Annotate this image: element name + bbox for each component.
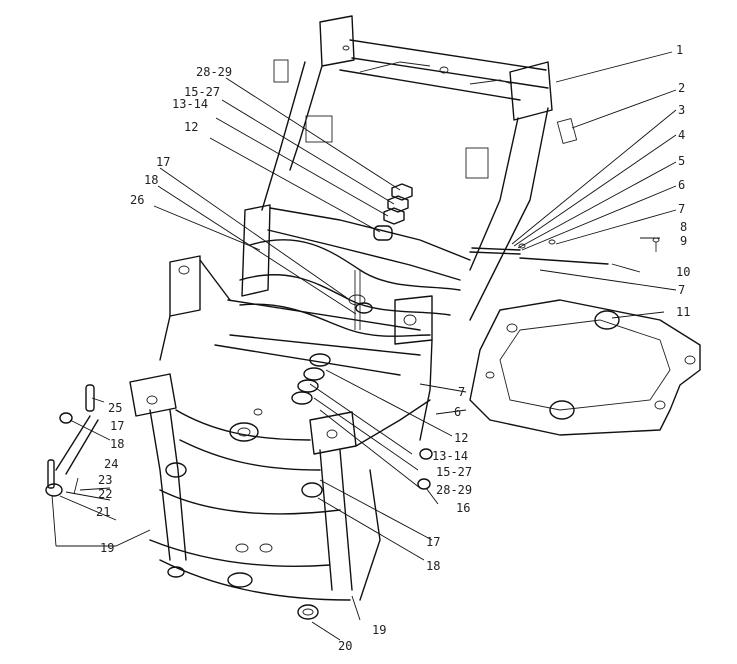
small-hardware [469, 237, 660, 265]
callout-12: 12 [184, 120, 198, 134]
callout-13-14-b: 13-14 [432, 449, 468, 463]
callout-17-c: 17 [426, 535, 440, 549]
leader-lines [51, 51, 677, 641]
bushing-stack-upper [373, 183, 413, 241]
callout-23: 23 [98, 473, 112, 487]
callout-18-c: 18 [426, 559, 440, 573]
callout-15-27-b: 15-27 [436, 465, 472, 479]
callout-24: 24 [104, 457, 118, 471]
callout-7: 7 [678, 202, 685, 216]
callout-15-27: 15-27 [184, 85, 220, 99]
callout-8: 8 [680, 220, 687, 234]
callout-7-c: 7 [458, 385, 465, 399]
callout-3: 3 [678, 103, 685, 117]
callout-2: 2 [678, 81, 685, 95]
callouts: 1 2 3 4 5 6 7 8 9 10 7 11 28-29 15-27 13… [96, 43, 690, 653]
callout-10: 10 [676, 265, 690, 279]
callout-20: 20 [338, 639, 352, 653]
callout-26: 26 [130, 193, 144, 207]
middle-frame [159, 204, 471, 441]
callout-9: 9 [680, 234, 687, 248]
bushing-stack-lower [291, 302, 373, 405]
callout-13-14: 13-14 [172, 97, 208, 111]
floor-plate [469, 299, 701, 436]
side-link [45, 384, 99, 497]
callout-7-b: 7 [678, 283, 685, 297]
callout-21: 21 [96, 505, 110, 519]
callout-11: 11 [676, 305, 690, 319]
callout-22: 22 [98, 487, 112, 501]
callout-4: 4 [678, 128, 685, 142]
lower-frame [129, 373, 433, 620]
callout-5: 5 [678, 154, 685, 168]
callout-6: 6 [678, 178, 685, 192]
callout-1: 1 [676, 43, 683, 57]
callout-28-29-b: 28-29 [436, 483, 472, 497]
callout-17: 17 [156, 155, 170, 169]
callout-18-b: 18 [110, 437, 124, 451]
upper-frame [261, 15, 578, 321]
callout-28-29: 28-29 [196, 65, 232, 79]
callout-17-b: 17 [110, 419, 124, 433]
callout-19-b: 19 [372, 623, 386, 637]
callout-6-b: 6 [454, 405, 461, 419]
callout-12-b: 12 [454, 431, 468, 445]
callout-25: 25 [108, 401, 122, 415]
callout-16: 16 [456, 501, 470, 515]
callout-18: 18 [144, 173, 158, 187]
callout-19: 19 [100, 541, 114, 555]
